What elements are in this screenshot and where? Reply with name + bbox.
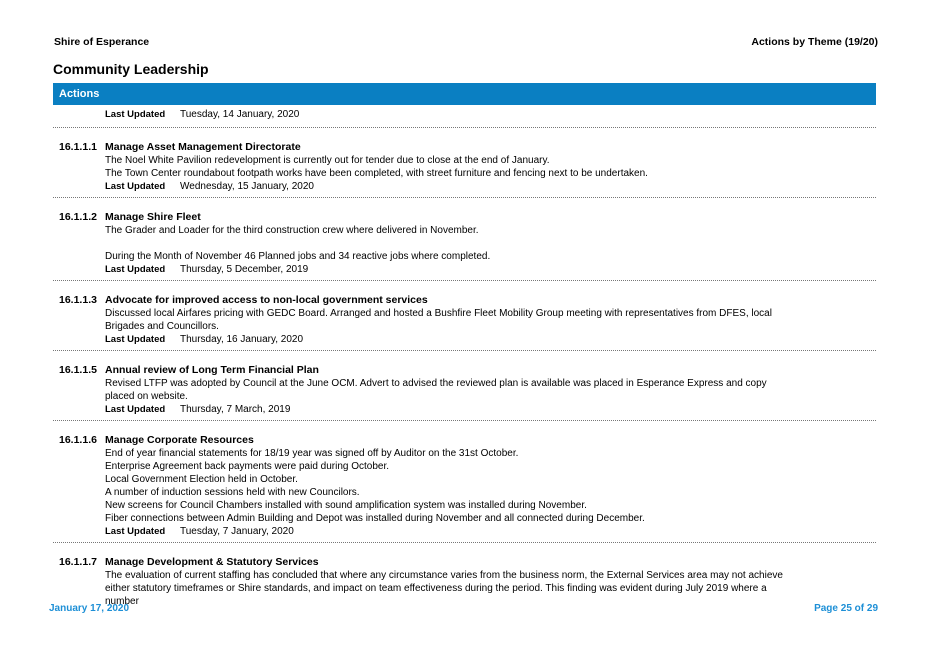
last-updated-label: Last Updated (105, 404, 166, 415)
footer-page-number: Page 25 of 29 (814, 603, 878, 614)
action-number: 16.1.1.2 (59, 211, 97, 223)
last-updated-value: Thursday, 16 January, 2020 (180, 334, 304, 345)
actions-header-bar: Actions (53, 83, 876, 105)
action-comment-line: Discussed local Airfares pricing with GE… (105, 308, 772, 332)
action-comment-line: The evaluation of current staffing has c… (105, 570, 783, 607)
action-comment-line: Local Government Election held in Octobe… (105, 474, 298, 485)
last-updated-label: Last Updated (105, 264, 166, 275)
action-comment-line: During the Month of November 46 Planned … (105, 251, 491, 262)
action-title: 16.1.1.1 Manage Asset Management Director… (53, 140, 876, 154)
page-title: Community Leadership (53, 61, 209, 77)
last-updated-row: Last Updated Tuesday, 7 January, 2020 (53, 525, 876, 538)
actions-list: Last Updated Tuesday, 14 January, 2020 16… (53, 105, 876, 612)
action-comment-line: Revised LTFP was adopted by Council at t… (105, 378, 767, 402)
action-comment-line: End of year financial statements for 18/… (105, 448, 519, 459)
last-updated-row: Last Updated Tuesday, 14 January, 2020 (53, 105, 876, 128)
action-number: 16.1.1.5 (59, 364, 97, 376)
last-updated-row: Last Updated Thursday, 7 March, 2019 (53, 403, 876, 416)
action-name: Advocate for improved access to non-loca… (105, 294, 428, 306)
last-updated-label: Last Updated (105, 109, 166, 120)
last-updated-row: Last Updated Thursday, 16 January, 2020 (53, 333, 876, 346)
action-name: Manage Shire Fleet (105, 211, 201, 223)
action-number: 16.1.1.6 (59, 434, 97, 446)
action-comment-line (53, 237, 876, 250)
action-comment-line: A number of induction sessions held with… (105, 487, 360, 498)
footer-date: January 17, 2020 (49, 603, 130, 614)
report-title: Actions by Theme (19/20) (751, 36, 878, 48)
last-updated-label: Last Updated (105, 181, 166, 192)
action-item: 16.1.1.3 Advocate for improved access to … (53, 281, 876, 351)
action-name: Manage Development & Statutory Services (105, 556, 319, 568)
action-title: 16.1.1.7 Manage Development & Statutory S… (53, 555, 876, 569)
last-updated-value: Tuesday, 14 January, 2020 (180, 109, 300, 120)
action-comment-line: The Town Center roundabout footpath work… (105, 168, 648, 179)
last-updated-row: Last Updated Thursday, 5 December, 2019 (53, 263, 876, 276)
action-item: 16.1.1.5 Annual review of Long Term Finan… (53, 351, 876, 421)
action-comment-line: New screens for Council Chambers install… (105, 500, 587, 511)
last-updated-value: Tuesday, 7 January, 2020 (180, 526, 294, 537)
action-title: 16.1.1.6 Manage Corporate Resources (53, 433, 876, 447)
last-updated-row: Last Updated Wednesday, 15 January, 2020 (53, 180, 876, 193)
action-number: 16.1.1.1 (59, 141, 97, 153)
action-name: Manage Asset Management Directorate (105, 141, 301, 153)
last-updated-value: Thursday, 5 December, 2019 (180, 264, 309, 275)
action-comment-line: The Grader and Loader for the third cons… (105, 225, 479, 236)
action-title: 16.1.1.2 Manage Shire Fleet (53, 210, 876, 224)
last-updated-label: Last Updated (105, 526, 166, 537)
action-title: 16.1.1.3 Advocate for improved access to … (53, 293, 876, 307)
action-item: 16.1.1.7 Manage Development & Statutory S… (53, 543, 876, 612)
action-item: 16.1.1.1 Manage Asset Management Director… (53, 128, 876, 198)
action-comment-line: The Noel White Pavilion redevelopment is… (105, 155, 550, 166)
action-comment-line: Fiber connections between Admin Building… (105, 513, 645, 524)
last-updated-label: Last Updated (105, 334, 166, 345)
organization-name: Shire of Esperance (54, 36, 150, 48)
action-name: Annual review of Long Term Financial Pla… (105, 364, 319, 376)
action-number: 16.1.1.7 (59, 556, 97, 568)
action-title: 16.1.1.5 Annual review of Long Term Finan… (53, 363, 876, 377)
actions-label: Actions (59, 88, 100, 100)
action-comment-line: Enterprise Agreement back payments were … (105, 461, 390, 472)
last-updated-value: Thursday, 7 March, 2019 (180, 404, 291, 415)
action-name: Manage Corporate Resources (105, 434, 254, 446)
last-updated-value: Wednesday, 15 January, 2020 (180, 181, 314, 192)
action-number: 16.1.1.3 (59, 294, 97, 306)
